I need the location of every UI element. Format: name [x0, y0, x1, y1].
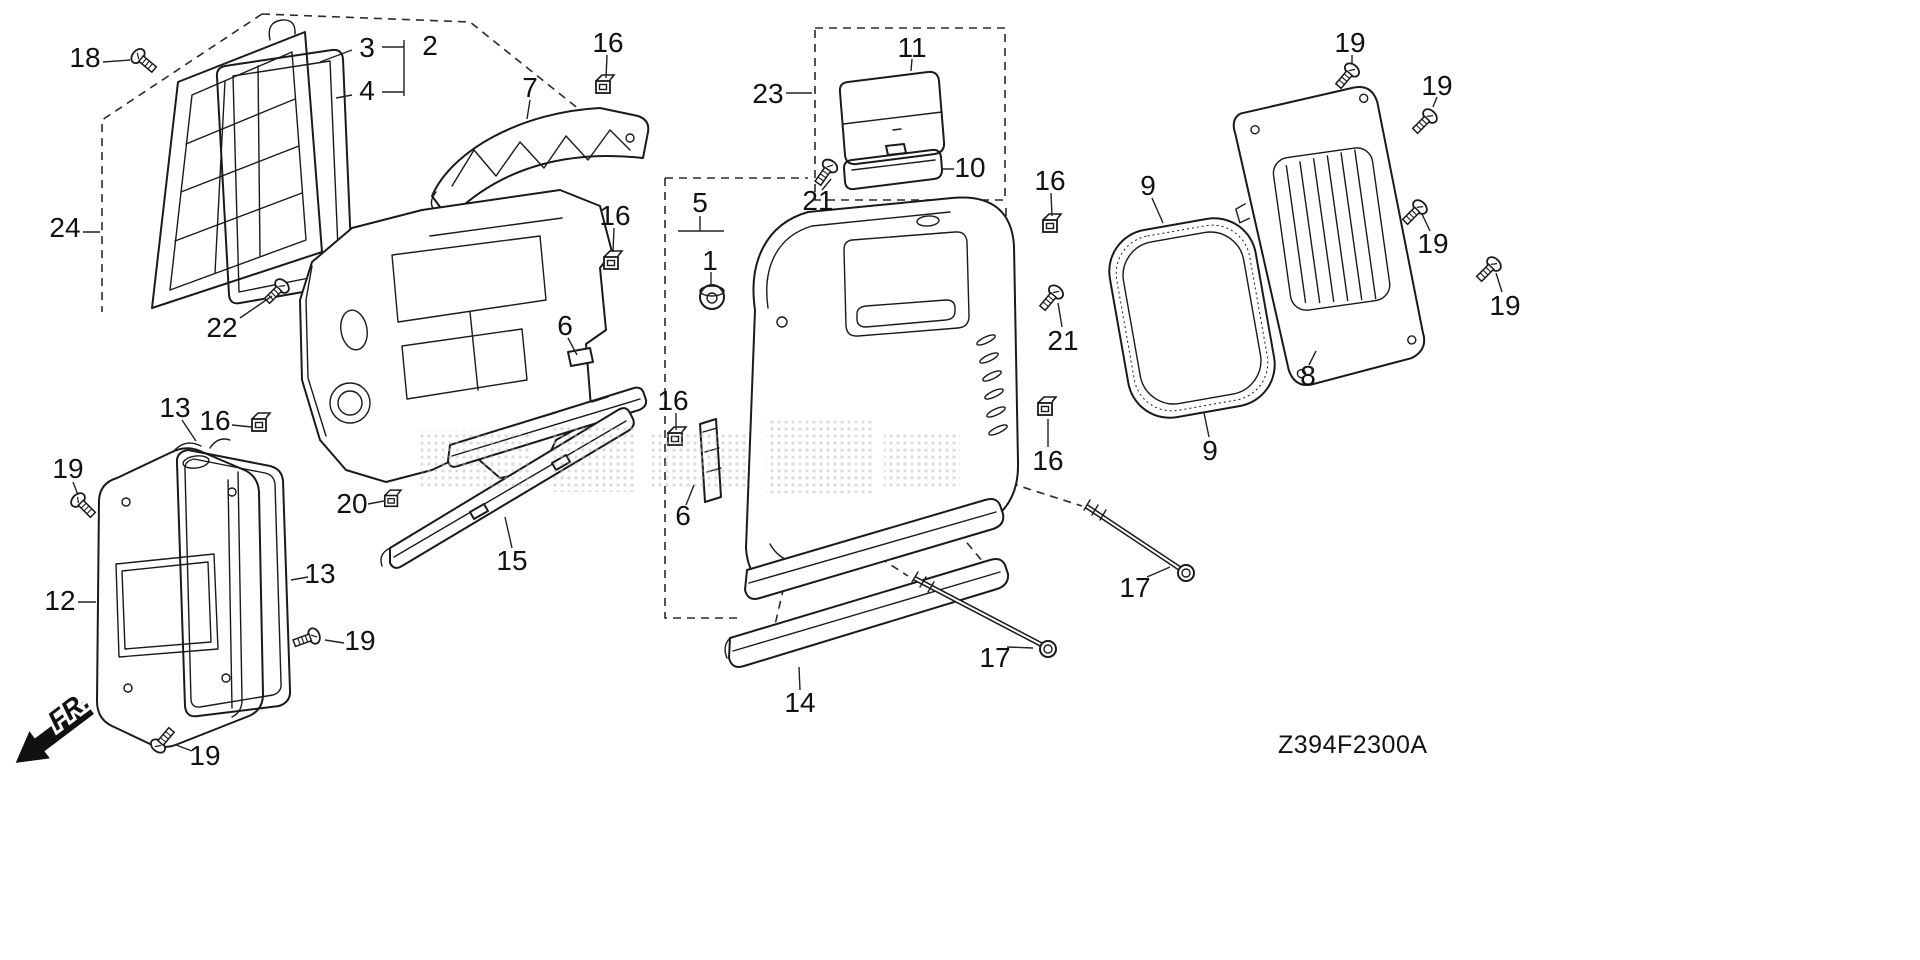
callout-leader-lines — [72, 40, 1503, 752]
rear-cover-8 — [1232, 85, 1426, 386]
callout-6: 6 — [675, 500, 691, 531]
bottom-skirt-rails-14 — [724, 498, 1010, 668]
screw-18-icon — [127, 45, 161, 77]
callout-17: 17 — [979, 642, 1010, 673]
callout-7: 7 — [522, 72, 538, 103]
callout-6: 6 — [557, 310, 573, 341]
callout-19: 19 — [1489, 290, 1520, 321]
callout-20: 20 — [336, 488, 367, 519]
maintenance-lid-11 — [838, 70, 946, 191]
screw-22-icon — [260, 275, 293, 308]
screw-19-icon — [1472, 253, 1505, 286]
vent-slots — [976, 334, 1008, 436]
callout-19: 19 — [1417, 228, 1448, 259]
callout-11: 11 — [897, 32, 926, 63]
callout-21: 21 — [1047, 325, 1078, 356]
callout-24: 24 — [49, 212, 80, 243]
long-bolt-17-upper — [1083, 499, 1195, 582]
lid-seal-10 — [843, 148, 943, 191]
screw-19-left-icon — [67, 489, 100, 522]
callout-8: 8 — [1300, 360, 1316, 391]
callout-13: 13 — [304, 558, 335, 589]
callout-13: 13 — [159, 392, 190, 423]
callout-16: 16 — [199, 405, 230, 436]
callout-23: 23 — [752, 78, 783, 109]
callout-15: 15 — [496, 545, 527, 576]
fr-direction-arrow: FR. — [15, 683, 98, 763]
halftone-watermark — [418, 421, 960, 493]
handle-recess — [843, 231, 970, 337]
callout-4: 4 — [359, 75, 375, 106]
air-cleaner-case-frame — [299, 189, 613, 483]
callout-21: 21 — [802, 185, 833, 216]
callout-19: 19 — [1421, 70, 1452, 101]
callout-9: 9 — [1202, 435, 1218, 466]
callout-18: 18 — [69, 42, 100, 73]
callout-22: 22 — [206, 312, 237, 343]
rear-cover-gasket-9 — [1108, 217, 1276, 419]
grommet-1 — [699, 284, 725, 310]
screw-19-mid-icon — [290, 625, 323, 652]
callout-1: 1 — [702, 245, 718, 276]
screw-19-icon — [1408, 105, 1441, 138]
clip-16-icon — [1042, 213, 1062, 233]
callout-3: 3 — [359, 32, 375, 63]
air-cleaner-cover-assembly — [151, 19, 354, 309]
callout-12: 12 — [44, 585, 75, 616]
callout-19: 19 — [344, 625, 375, 656]
callout-16: 16 — [1032, 445, 1063, 476]
callout-10: 10 — [954, 152, 985, 183]
callout-labels: 18 3 2 4 16 7 11 23 19 19 10 16 9 21 16 … — [44, 27, 1520, 771]
callout-16: 16 — [592, 27, 623, 58]
clip-16-icon — [603, 250, 623, 270]
callout-2: 2 — [422, 30, 438, 61]
callout-19: 19 — [1334, 27, 1365, 58]
callout-16: 16 — [657, 385, 688, 416]
clip-16-icon — [251, 412, 271, 432]
callout-19: 19 — [189, 740, 220, 771]
clip-16-icon — [1037, 396, 1057, 416]
bracket-6-upper — [567, 347, 594, 367]
long-bolt-17-lower — [911, 571, 1057, 658]
screw-19-icon — [1398, 196, 1431, 229]
screw-21-right-icon — [1035, 281, 1067, 315]
clip-16-icon — [595, 74, 615, 94]
callout-5: 5 — [692, 187, 708, 218]
callout-19: 19 — [52, 453, 83, 484]
callout-14: 14 — [784, 687, 815, 718]
callout-17: 17 — [1119, 572, 1150, 603]
front-cover-seal — [175, 438, 292, 718]
callout-9: 9 — [1140, 170, 1156, 201]
clip-20-icon — [383, 489, 402, 508]
callout-16: 16 — [1034, 165, 1065, 196]
diagram-code: Z394F2300A — [1278, 731, 1428, 759]
callout-16: 16 — [599, 200, 630, 231]
